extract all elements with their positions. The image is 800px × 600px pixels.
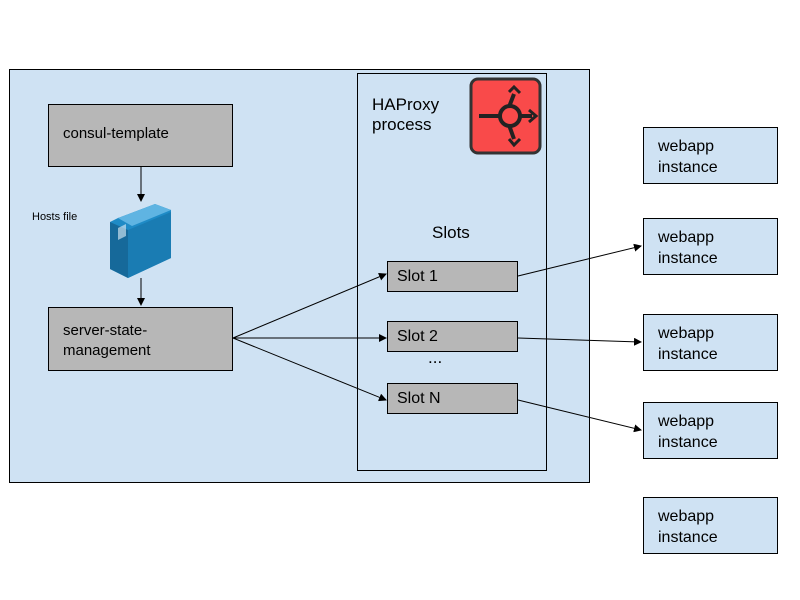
arrow-ssm-to-slotn — [232, 337, 387, 402]
webapp-instance-2: webapp instance — [643, 218, 778, 275]
arrow-ssm-to-slot1 — [232, 273, 387, 339]
hosts-file-label: Hosts file — [32, 211, 78, 223]
arrow-slot1-to-webapp2 — [517, 243, 642, 277]
consul-template-box: consul-template — [48, 104, 233, 167]
server-state-management-box: server-state- management — [48, 307, 233, 371]
slot-label: Slot 2 — [397, 328, 438, 345]
consul-template-label: consul-template — [63, 125, 169, 142]
slots-ellipsis: ... — [428, 348, 443, 367]
webapp-label: webapp instance — [658, 138, 718, 176]
webapp-label: webapp instance — [658, 325, 718, 363]
webapp-instance-5: webapp instance — [643, 497, 778, 554]
slots-title: Slots — [432, 223, 470, 242]
webapp-instance-4: webapp instance — [643, 402, 778, 459]
webapp-instance-1: webapp instance — [643, 127, 778, 184]
arrow-slotn-to-webapp4 — [517, 399, 642, 433]
webapp-label: webapp instance — [658, 413, 718, 451]
haproxy-title: HAProxy process — [372, 95, 440, 134]
haproxy-logo-icon — [469, 77, 542, 155]
folder-icon — [110, 204, 171, 278]
slot-2-box: Slot 2 — [387, 321, 518, 352]
webapp-label: webapp instance — [658, 508, 718, 546]
slot-label: Slot N — [397, 390, 441, 407]
arrow-slot2-to-webapp3 — [517, 337, 642, 346]
server-state-management-label: server-state- management — [63, 322, 151, 359]
slot-label: Slot 1 — [397, 268, 438, 285]
webapp-label: webapp instance — [658, 229, 718, 267]
slot-1-box: Slot 1 — [387, 261, 518, 292]
webapp-instance-3: webapp instance — [643, 314, 778, 371]
slot-n-box: Slot N — [387, 383, 518, 414]
